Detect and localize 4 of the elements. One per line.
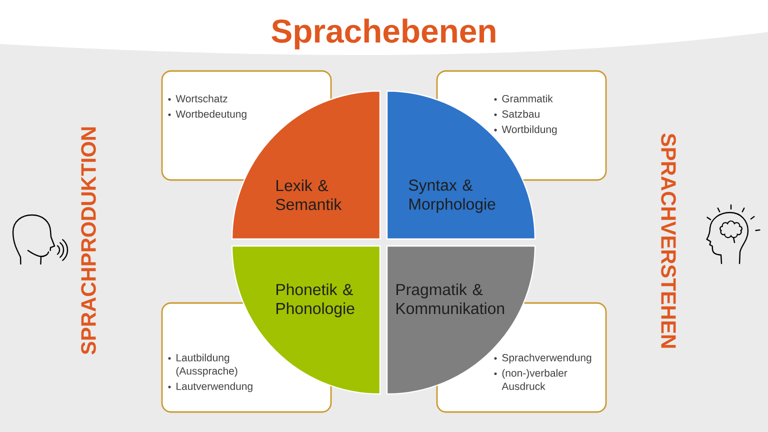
list-item: Wortschatz xyxy=(176,94,228,102)
side-label: SPRACHPRODUKTION xyxy=(81,127,96,354)
title: Sprachebenen xyxy=(272,18,496,50)
side-label: SPRACHVERSTEHEN xyxy=(661,134,676,348)
